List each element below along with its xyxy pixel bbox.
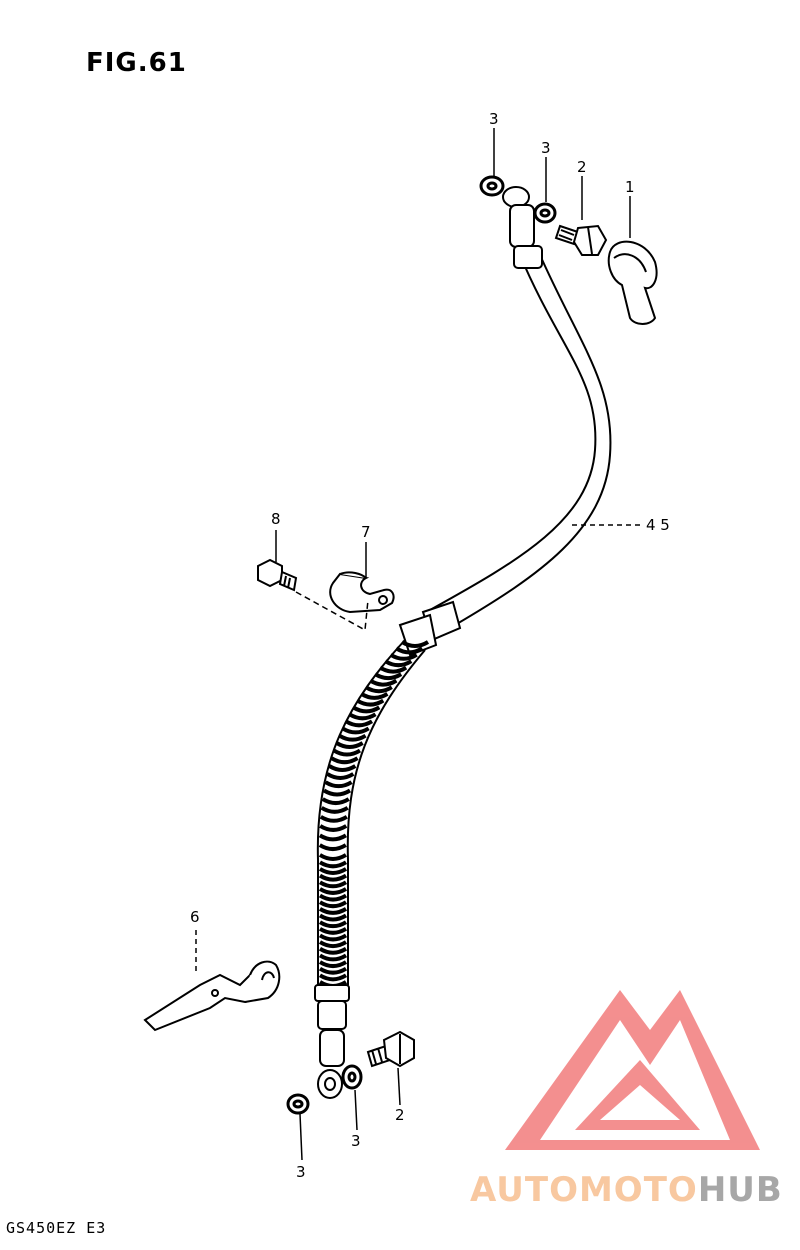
watermark-text: AUTOMOTOHUB xyxy=(470,1170,783,1210)
braid-segment xyxy=(360,692,389,700)
braid-segment xyxy=(318,927,348,935)
hose-boot-icon xyxy=(607,240,658,325)
braid-segment xyxy=(389,653,418,661)
washer-bottom-mid xyxy=(341,1064,363,1090)
callout-3-top-left: 3 xyxy=(489,110,499,128)
bolt-part-8 xyxy=(257,558,298,592)
braid-segment xyxy=(318,933,348,942)
union-bolt-top xyxy=(554,224,608,256)
braid-segment xyxy=(318,873,348,882)
braid-segment xyxy=(318,960,348,969)
washer-bottom-low xyxy=(286,1093,310,1115)
braid-segment xyxy=(318,900,348,909)
braid-segment xyxy=(364,685,393,694)
callout-2-bottom: 2 xyxy=(395,1106,405,1124)
braid-segment xyxy=(332,748,362,757)
braid-pattern xyxy=(318,640,430,988)
automotohub-logo-icon xyxy=(505,990,760,1150)
braid-segment xyxy=(318,880,348,889)
braid-segment xyxy=(318,940,348,949)
watermark-part1: AUTOMOTO xyxy=(470,1170,698,1210)
braid-segment xyxy=(400,640,430,648)
model-code: GS450EZ E3 xyxy=(6,1219,107,1237)
clamp-part-7 xyxy=(329,571,395,614)
braid-segment xyxy=(338,733,367,742)
braid-segment xyxy=(348,712,377,721)
callout-2-top: 2 xyxy=(577,158,587,176)
braid-segment xyxy=(318,913,348,922)
braid-segment xyxy=(352,705,381,714)
braid-segment xyxy=(384,659,413,668)
callout-3-bottom-mid: 3 xyxy=(351,1132,361,1150)
braid-segment xyxy=(330,756,359,765)
braid-segment xyxy=(369,678,398,687)
braid-segment xyxy=(318,867,348,875)
braid-segment xyxy=(356,698,385,707)
washer-top-left xyxy=(479,175,505,197)
braid-segment xyxy=(326,772,355,780)
braid-segment xyxy=(319,815,348,823)
braid-segment xyxy=(318,893,348,902)
leader-lines xyxy=(195,128,640,1161)
braid-segment xyxy=(318,887,348,895)
figure-title: FIG.61 xyxy=(86,48,187,78)
washer-top-right xyxy=(533,202,557,224)
braid-segment xyxy=(318,853,347,861)
braid-segment xyxy=(328,764,357,772)
callout-6: 6 xyxy=(190,908,200,926)
braid-segment xyxy=(335,741,364,750)
braid-segment xyxy=(318,920,348,929)
braid-segment xyxy=(320,806,349,814)
brake-hose-lower-braided xyxy=(316,639,426,985)
banjo-fitting-top xyxy=(502,186,543,269)
braid-segment xyxy=(318,973,348,982)
callout-3-bottom-low: 3 xyxy=(296,1163,306,1181)
callout-4-5: 4 5 xyxy=(646,516,670,534)
callout-1: 1 xyxy=(625,178,635,196)
watermark-part2: HUB xyxy=(697,1170,783,1210)
bracket-part-6 xyxy=(143,960,281,1032)
callout-7: 7 xyxy=(361,523,371,541)
braid-segment xyxy=(379,665,408,674)
braid-segment xyxy=(374,672,403,681)
union-bolt-bottom xyxy=(366,1030,415,1068)
braid-segment xyxy=(318,843,347,852)
banjo-fitting-bottom xyxy=(314,984,350,1099)
braid-segment xyxy=(319,824,348,832)
braid-segment xyxy=(395,646,424,655)
brake-hose-upper xyxy=(429,254,612,626)
braid-segment xyxy=(321,797,350,806)
braid-segment xyxy=(324,780,353,789)
callout-8: 8 xyxy=(271,510,281,528)
braid-segment xyxy=(318,907,348,915)
callout-3-top-right: 3 xyxy=(541,139,551,157)
braid-segment xyxy=(341,726,370,735)
braid-segment xyxy=(318,947,348,955)
braid-segment xyxy=(318,860,348,869)
braid-segment xyxy=(318,966,348,975)
braid-segment xyxy=(318,833,347,842)
braid-segment xyxy=(344,719,374,728)
braid-segment xyxy=(318,953,348,962)
braid-segment xyxy=(322,788,352,797)
